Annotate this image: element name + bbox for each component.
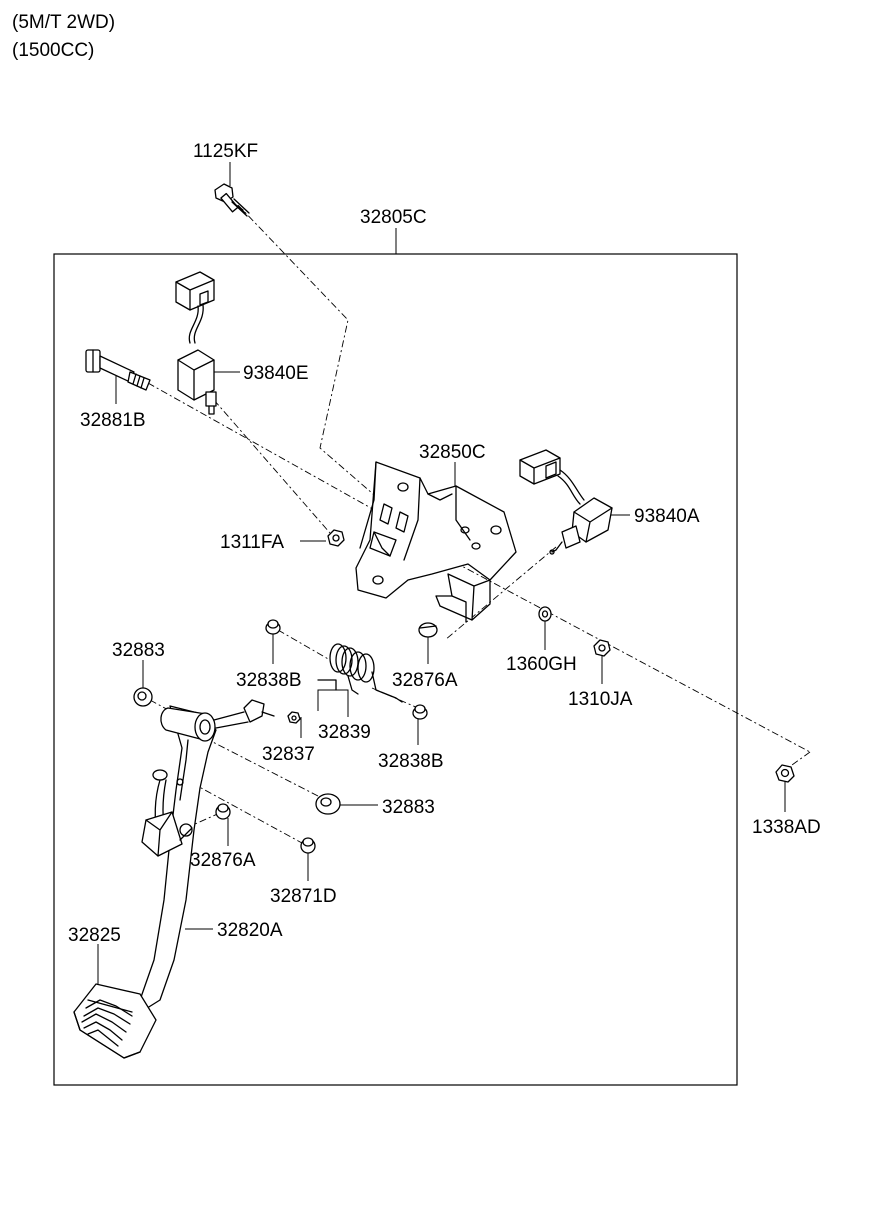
part-labels: 1125KF 32805C 93840E 32881B 32850C 93840…: [68, 141, 821, 946]
switch-93840e: [175, 271, 217, 415]
label-32883-lower: 32883: [382, 797, 435, 818]
stopper-32871d: [300, 837, 316, 854]
bushing-32883-lower: [315, 793, 341, 815]
label-1360gh: 1360GH: [506, 654, 577, 675]
label-32837: 32837: [262, 744, 315, 765]
header-model: (5M/T 2WD): [12, 12, 115, 33]
label-32838b-lower: 32838B: [378, 751, 444, 772]
label-32820a: 32820A: [217, 920, 283, 941]
pedal-arm-32820a: [139, 699, 275, 1011]
pedal-pad-32825: [73, 983, 157, 1059]
nut-1338ad: [775, 764, 795, 783]
nut-32837: [287, 711, 301, 724]
bushing-32838b-lower: [412, 704, 428, 720]
label-32838b-upper: 32838B: [236, 670, 302, 691]
label-32871d: 32871D: [270, 886, 337, 907]
bushing-32876a-upper: [418, 622, 438, 638]
bushing-32838b-upper: [265, 619, 281, 635]
nut-1310ja: [593, 639, 611, 657]
label-32876a-upper: 32876A: [392, 670, 458, 691]
bolt-32881b: [85, 349, 151, 391]
spring-32839: [317, 643, 403, 703]
label-93840a: 93840A: [634, 506, 700, 527]
label-32805c: 32805C: [360, 207, 427, 228]
label-32839: 32839: [318, 722, 371, 743]
bolt-1125kf: [214, 183, 250, 217]
label-32881b: 32881B: [80, 410, 146, 431]
label-32825: 32825: [68, 925, 121, 946]
bushing-32876a-lower: [215, 803, 231, 820]
label-1311fa: 1311FA: [220, 532, 284, 553]
label-1125kf: 1125KF: [193, 141, 258, 162]
label-32876a-lower: 32876A: [190, 850, 256, 871]
switch-93840a: [519, 449, 613, 555]
leader-lines: [97, 162, 786, 984]
bracket-32850c: [355, 461, 517, 623]
label-32883-upper: 32883: [112, 640, 165, 661]
nut-1311fa: [327, 529, 345, 547]
label-32850c: 32850C: [419, 442, 486, 463]
bushing-32883-upper: [133, 687, 153, 707]
header-engine: (1500CC): [12, 40, 94, 61]
washer-1360gh: [538, 606, 552, 622]
label-1338ad: 1338AD: [752, 817, 821, 838]
label-93840e: 93840E: [243, 363, 309, 384]
label-1310ja: 1310JA: [568, 689, 633, 710]
